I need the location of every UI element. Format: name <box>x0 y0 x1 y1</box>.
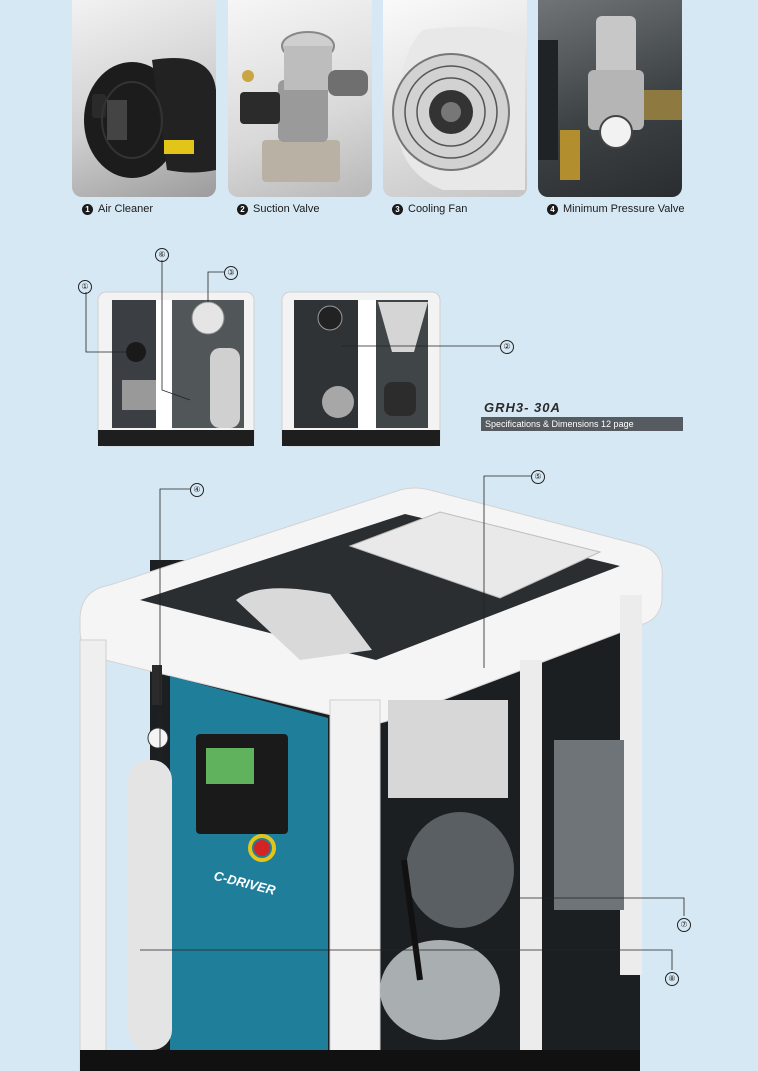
callout-8: ⑧ <box>665 972 679 986</box>
caption-label: Cooling Fan <box>408 203 468 215</box>
minimum-pressure-valve-photo <box>538 0 682 197</box>
callout-7: ⑦ <box>677 918 691 932</box>
main-compressor-image <box>79 487 663 1071</box>
model-name: GRH3- 30A <box>484 400 561 415</box>
caption-label: Air Cleaner <box>98 203 154 215</box>
number-badge: 2 <box>237 203 248 215</box>
right-machine-image <box>281 291 441 447</box>
caption-minimum-pressure-valve: 4 Minimum Pressure Valve <box>547 203 684 215</box>
caption-label: Minimum Pressure Valve <box>563 203 685 215</box>
callout-2: ② <box>500 340 514 354</box>
callout-3: ③ <box>224 266 238 280</box>
cooling-fan-photo <box>383 0 527 197</box>
caption-suction-valve: 2 Suction Valve <box>237 203 319 215</box>
number-badge: 1 <box>82 203 93 215</box>
caption-label: Suction Valve <box>253 203 320 215</box>
caption-air-cleaner: 1 Air Cleaner <box>82 203 153 215</box>
spec-reference-bar: Specifications & Dimensions 12 page <box>481 417 683 431</box>
left-machine-image <box>97 291 255 447</box>
number-badge: 3 <box>392 203 403 215</box>
air-cleaner-photo <box>72 0 216 197</box>
caption-cooling-fan: 3 Cooling Fan <box>392 203 467 215</box>
callout-4: ④ <box>190 483 204 497</box>
callout-5: ⑤ <box>531 470 545 484</box>
callout-6: ⑥ <box>155 248 169 262</box>
number-badge: 4 <box>547 203 558 215</box>
suction-valve-photo <box>228 0 372 197</box>
callout-1: ① <box>78 280 92 294</box>
